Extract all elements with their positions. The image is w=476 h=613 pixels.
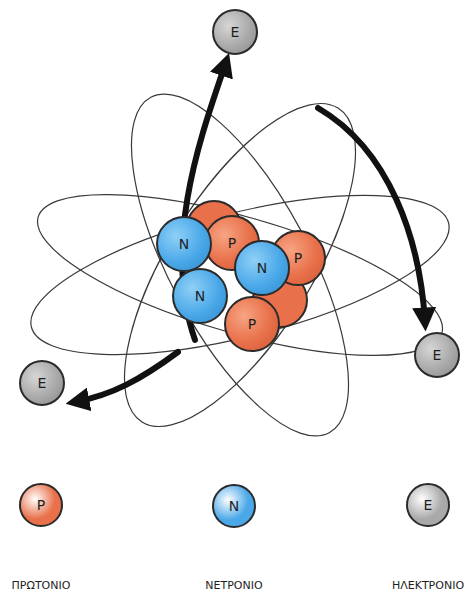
swatch-letter: P xyxy=(37,498,45,512)
swatch-letter: E xyxy=(424,498,433,512)
neutron-particle: N xyxy=(172,268,228,324)
particle-letter: E xyxy=(231,25,240,39)
particle-letter: N xyxy=(257,261,267,275)
particle-letter: P xyxy=(248,317,256,331)
particle-letter: P xyxy=(228,236,236,250)
motion-arrows xyxy=(75,62,425,402)
particle-letter: N xyxy=(195,289,205,303)
particle-letter: P xyxy=(294,251,302,265)
swatch-letter: N xyxy=(229,499,239,513)
electron-swatch: E xyxy=(406,483,450,527)
neutron-particle: N xyxy=(234,240,290,296)
neutron-swatch: N xyxy=(212,484,256,528)
legend-label: ΠΡΩΤΟΝΙΟ xyxy=(12,579,71,592)
particle-letter: E xyxy=(433,348,442,362)
legend-label: ΝΕΤΡΟΝΙΟ xyxy=(205,579,262,592)
electron-particle: E xyxy=(19,360,65,406)
electron-particle: E xyxy=(414,332,460,378)
particle-letter: N xyxy=(179,237,189,251)
particle-letter: E xyxy=(38,376,47,390)
proton-particle: P xyxy=(224,296,280,352)
neutron-particle: N xyxy=(156,216,212,272)
proton-swatch: P xyxy=(19,483,63,527)
orbit-lines xyxy=(16,64,463,465)
electron-particle: E xyxy=(212,9,258,55)
legend-label: ΗΛΕΚΤΡΟΝΙΟ xyxy=(392,579,464,592)
